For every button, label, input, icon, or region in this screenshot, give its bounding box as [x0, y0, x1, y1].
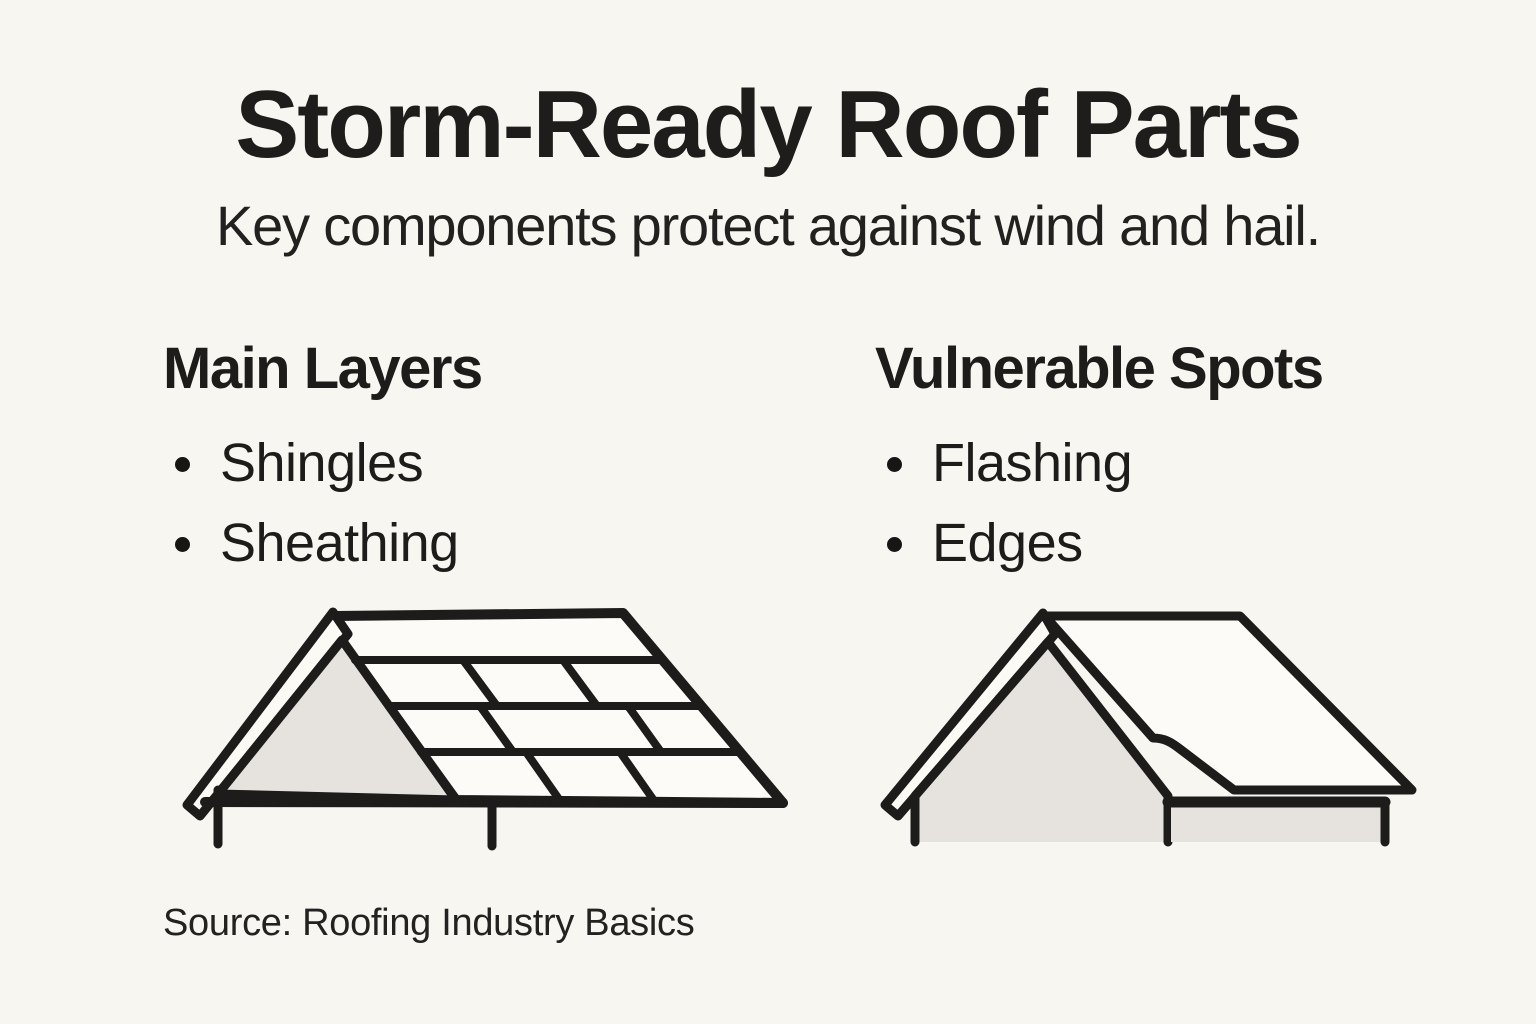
list-item: Edges	[875, 503, 1515, 583]
list-item-label: Shingles	[220, 433, 424, 493]
bullet-icon	[887, 456, 902, 472]
list-item-label: Edges	[932, 513, 1083, 573]
flashing-roof-illustration	[880, 608, 1417, 847]
side-wall	[1162, 796, 1391, 847]
bullet-icon	[887, 536, 902, 552]
bullet-icon	[175, 536, 190, 552]
roof-slope	[1040, 611, 1417, 795]
page-title: Storm-Ready Roof Parts	[235, 71, 1303, 178]
list-item-label: Flashing	[932, 433, 1133, 493]
shingle-grid	[351, 656, 744, 806]
page-subtitle: Key components protect against wind and …	[215, 194, 1321, 257]
list-item: Flashing	[875, 423, 1515, 503]
column-vulnerable-spots: Vulnerable Spots Flashing Edges	[875, 340, 1515, 583]
rake-board	[880, 608, 1060, 821]
shingled-roof-illustration	[182, 607, 788, 851]
rake-board	[182, 607, 353, 821]
bullet-icon	[175, 456, 190, 472]
gable-wall	[915, 642, 1168, 842]
list-item: Sheathing	[163, 503, 803, 583]
vulnerable-spots-list: Flashing Edges	[875, 423, 1515, 583]
list-item: Shingles	[163, 423, 803, 503]
list-item-label: Sheathing	[220, 513, 459, 573]
gable-wall-outline	[910, 637, 1173, 847]
main-layers-heading: Main Layers	[163, 336, 483, 401]
main-layers-list: Shingles Sheathing	[163, 423, 803, 583]
vulnerable-spots-heading: Vulnerable Spots	[875, 336, 1324, 401]
gable-triangle	[213, 635, 461, 805]
source-note: Source: Roofing Industry Basics	[163, 902, 695, 944]
column-main-layers: Main Layers Shingles Sheathing	[163, 340, 803, 583]
